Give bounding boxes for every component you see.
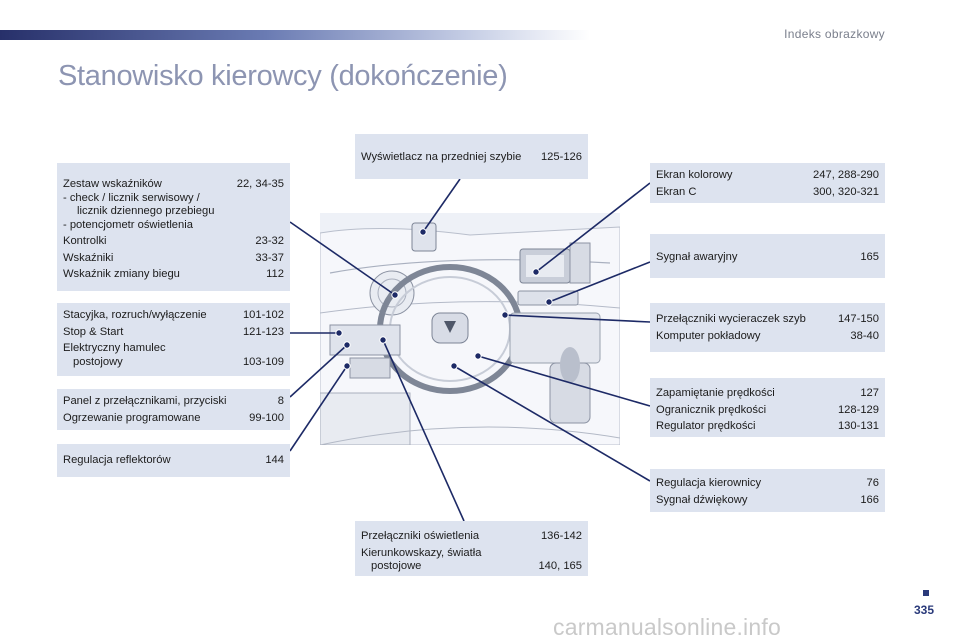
index-subentry: - potencjometr oświetlenia: [63, 218, 193, 231]
index-subentry: - check / licznik serwisowy /: [63, 191, 200, 204]
watermark: carmanualsonline.info: [553, 614, 781, 640]
page-marker: [923, 590, 929, 596]
index-subentry: licznik dziennego przebiegu: [77, 205, 215, 217]
index-entry: Elektryczny hamulec: [63, 342, 166, 354]
page-number: 335: [914, 603, 935, 617]
section-title: Indeks obrazkowy: [784, 27, 885, 41]
page-title: Stanowisko kierowcy (dokończenie): [58, 60, 508, 92]
index-entry: Kierunkowskazy, światła: [361, 546, 482, 559]
header-gradient-bar: [0, 30, 590, 40]
dashboard-illustration: [319, 213, 621, 446]
